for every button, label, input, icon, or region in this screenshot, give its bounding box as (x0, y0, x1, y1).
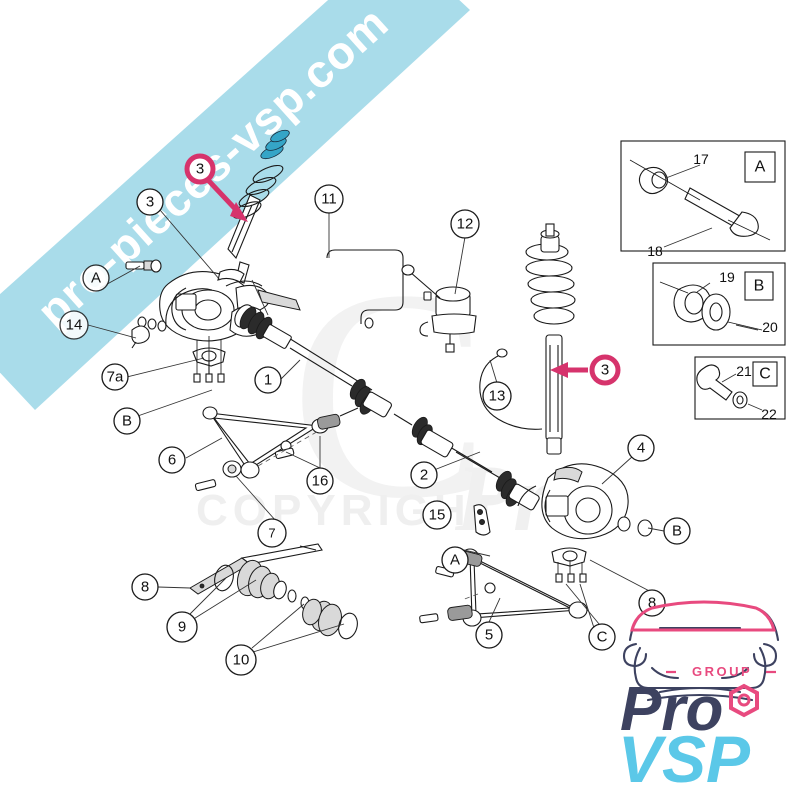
logo-vsp-text: VSP (618, 722, 751, 796)
callout-13-label: 12 (457, 216, 474, 233)
callout-16-label: 15 (429, 507, 446, 524)
callout-10-label: 9 (178, 619, 186, 636)
callout-7a[interactable]: 7 (257, 518, 287, 548)
part-left-control-arm-7 (194, 406, 359, 492)
logo-nut-icon (729, 683, 759, 718)
callout-2[interactable]: 2 (410, 461, 438, 489)
inset-a (620, 140, 786, 252)
logo-group-tag: GROUP (666, 664, 776, 679)
callout-6[interactable]: 5 (475, 621, 503, 649)
part-left-shock-absorber (227, 129, 290, 284)
callout-4[interactable]: 3 (136, 188, 164, 216)
callout-b-left[interactable]: A (82, 264, 110, 292)
callout-6-label: 5 (485, 627, 493, 644)
callout-b-left-label: A (91, 270, 101, 287)
inset-c (694, 356, 786, 420)
callout-3-right-highlight[interactable]: 3 (589, 354, 621, 386)
inset-b-part-19: 19 (719, 269, 735, 285)
callout-8-right-label: 8 (648, 595, 656, 612)
callout-9[interactable]: 8 (131, 573, 159, 601)
callout-5[interactable]: 4 (627, 434, 655, 462)
callout-1[interactable]: 1 (254, 366, 282, 394)
part-right-control-arm-6 (419, 548, 588, 627)
callout-5-label: 4 (637, 440, 645, 457)
highlight-arrow-right (550, 362, 588, 378)
callout-3-right-label: 3 (601, 362, 609, 379)
callout-7-label: 6 (168, 452, 176, 469)
part-b-left-bolt (125, 260, 153, 271)
callout-4-label: 3 (146, 194, 154, 211)
inset-c-part-22: 22 (761, 406, 777, 422)
part-11-boot-kit (300, 596, 358, 640)
logo-pro-text: Pro (620, 675, 723, 744)
highlight-arrow-left (206, 178, 248, 222)
callout-1-label: 1 (264, 372, 272, 389)
part-left-hub-assembly (125, 259, 301, 383)
callout-13[interactable]: 12 (450, 209, 480, 239)
callout-2-label: 2 (420, 467, 428, 484)
part-driveshaft-2 (411, 416, 557, 515)
callout-7[interactable]: 6 (158, 446, 186, 474)
part-right-hub-assembly (517, 463, 653, 583)
callout-9-label: 8 (141, 579, 149, 596)
part-master-cylinder-13 (401, 264, 477, 353)
inset-b (652, 262, 786, 346)
callout-a-right[interactable]: A (441, 546, 469, 574)
callout-b-right-label: B (672, 523, 682, 540)
logo-group-text: GROUP (692, 664, 752, 679)
callout-a-right-label: A (450, 552, 460, 569)
callout-14-label: 13 (489, 388, 506, 405)
inset-a-part-17: 17 (693, 151, 709, 167)
callout-15[interactable]: 14 (59, 310, 89, 340)
inset-c-part-21: 21 (736, 363, 752, 379)
logo-car-windshield-highlight (630, 600, 776, 632)
callout-3-left-highlight[interactable]: 3 (184, 153, 216, 185)
callout-c-left[interactable]: B (113, 407, 141, 435)
callout-c-left-label: B (122, 413, 132, 430)
callout-8-left-label: 7a (107, 369, 124, 386)
callout-b-right[interactable]: B (663, 517, 691, 545)
inset-b-letter: B (754, 278, 765, 295)
callout-11-label: 10 (233, 652, 250, 669)
part-brake-line-12 (326, 249, 404, 329)
callout-15-label: 14 (66, 317, 83, 334)
callout-10[interactable]: 9 (166, 611, 198, 643)
leader-lines (87, 209, 665, 653)
part-16-plate (473, 504, 491, 536)
callout-8-left[interactable]: 7a (101, 363, 129, 391)
callout-16[interactable]: 15 (422, 500, 452, 530)
inset-a-part-18: 18 (647, 243, 663, 259)
inset-b-part-20: 20 (762, 319, 778, 335)
callout-a-left-label: 16 (312, 473, 329, 490)
callout-a-left[interactable]: 16 (306, 467, 334, 495)
inset-c-letter: C (759, 366, 771, 383)
callout-12[interactable]: 11 (314, 184, 344, 214)
callout-7a-label: 7 (268, 526, 275, 541)
callout-14[interactable]: 13 (482, 381, 512, 411)
callout-12-label: 11 (321, 191, 337, 208)
part-brake-hose-14 (479, 348, 543, 430)
callout-c-right-label: C (597, 629, 608, 646)
callout-3-left-label: 3 (196, 161, 204, 178)
part-driveshaft-1 (229, 304, 413, 426)
callout-11[interactable]: 10 (225, 644, 257, 676)
inset-a-letter: A (755, 159, 766, 176)
callout-c-right[interactable]: C (588, 623, 616, 651)
part-right-shock-absorber (525, 223, 576, 455)
part-10-boot-kit (214, 559, 297, 603)
